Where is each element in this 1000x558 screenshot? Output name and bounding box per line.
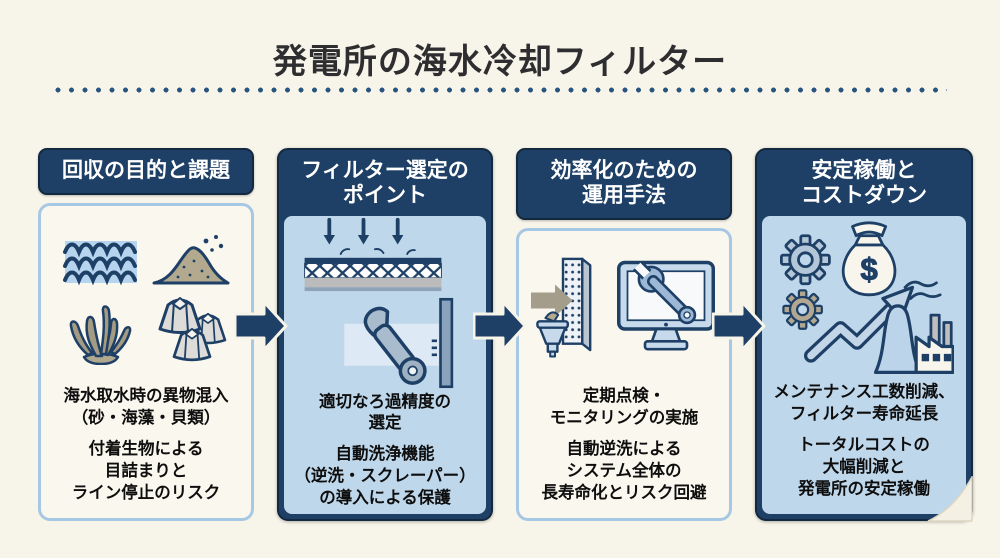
panel-text: メンテナンス工数削減、 フィルター寿命延長 トータルコストの 大幅削減と 発電所… [762,382,966,514]
dotted-divider [55,87,947,93]
panel-header: 効率化のための 運用手法 [516,148,732,220]
flow-arrow-icon [712,300,766,352]
panel-paragraph: 付着生物による 目詰まりと ライン停止のリスク [71,440,221,503]
filter-mesh-icon [304,217,442,291]
panel-paragraph: メンテナンス工数削減、 フィルター寿命延長 [773,383,955,424]
panel-body: 海水取水時の異物混入 （砂・海藻・貝類） 付着生物による 目詰まりと ライン停止… [38,202,254,521]
gears-icon [780,234,831,331]
wrench-icon [632,261,697,325]
page-title: 発電所の海水冷却フィルター [272,43,728,81]
flow-arrow-icon [473,300,527,352]
panel-text: 海水取水時の異物混入 （砂・海藻・貝類） 付着生物による 目詰まりと ライン停止… [41,386,251,518]
money-bag-icon: $ [841,221,897,297]
dollar-symbol: $ [860,252,877,287]
panel-text: 適切なろ過精度の 選定 自動洗浄機能 （逆洗・スクレーパー） の導入による保護 [284,392,486,514]
monitor-wrench-icon [617,261,715,351]
seaweed-icon [69,305,132,366]
panel-paragraph: 定期点検・ モニタリングの実施 [549,387,699,428]
power-plant-icon [873,281,954,375]
backwash-filter-icon [531,257,592,358]
panel-header: 回収の目的と課題 [38,148,254,195]
smoke-icon [903,281,942,301]
scraper-icon [344,297,454,388]
panel-body: 定期点検・ モニタリングの実施 自動逆洗による システム全体の 長寿命化とリスク… [516,227,732,521]
panel-paragraph: 自動逆洗による システム全体の 長寿命化とリスク回避 [541,440,707,503]
panel-text: 定期点検・ モニタリングの実施 自動逆洗による システム全体の 長寿命化とリスク… [519,386,729,518]
waves-icon [63,241,137,286]
panel-filter-selection: フィルター選定の ポイント [277,148,493,521]
panel-paragraph: 海水取水時の異物混入 （砂・海藻・貝類） [63,387,229,428]
panel-body: $ [762,215,966,514]
panel-purpose-and-issues: 回収の目的と課題 [38,148,254,521]
panel-paragraph: 適切なろ過精度の 選定 [319,392,451,433]
panel-header: 安定稼働と コストダウン [801,159,927,207]
panel-operation-methods: 効率化のための 運用手法 [516,148,732,521]
page-curl-decoration [927,476,973,522]
panel-paragraph: トータルコストの 大幅削減と 発電所の安定稼働 [798,436,930,499]
cost-benefit-composite-icon: $ [780,221,954,375]
panel-header: フィルター選定の ポイント [301,159,469,207]
panel-body: 適切なろ過精度の 選定 自動洗浄機能 （逆洗・スクレーパー） の導入による保護 [284,215,486,514]
sand-pile-icon [152,235,230,285]
flow-arrow-icon [234,300,288,352]
panel-paragraph: 自動洗浄機能 （逆洗・スクレーパー） の導入による保護 [294,445,476,508]
shellfish-icon [158,297,227,362]
panel-stability-cost-down: 安定稼働と コストダウン [755,148,973,521]
